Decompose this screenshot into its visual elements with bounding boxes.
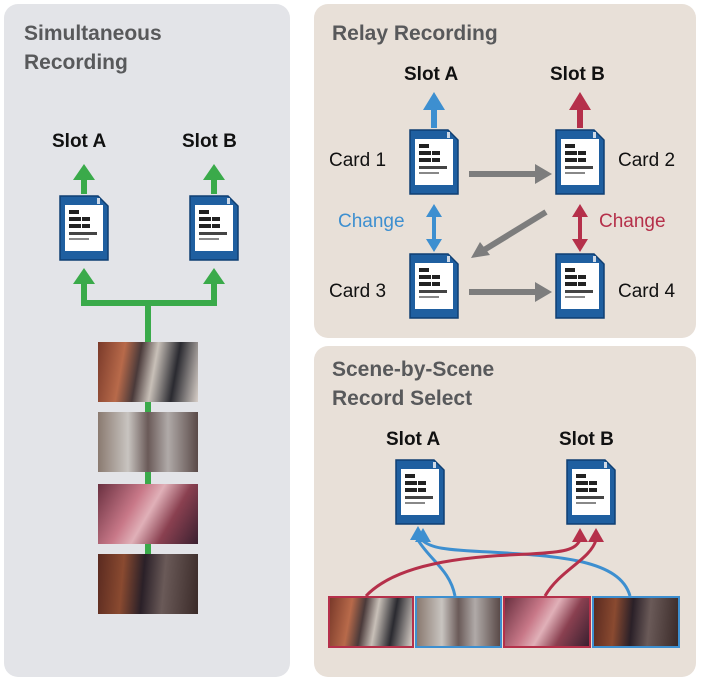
change-left-label: Change <box>338 211 405 232</box>
simultaneous-title-line2: Recording <box>24 51 128 74</box>
relay-title: Relay Recording <box>332 22 498 45</box>
video-frame-thumbnail <box>328 596 414 648</box>
sim-slot-b-label: Slot B <box>182 131 237 152</box>
video-frame-thumbnail <box>592 596 680 648</box>
card2-label: Card 2 <box>618 150 676 171</box>
sim-slot-a-label: Slot A <box>52 131 107 152</box>
video-frame-thumbnail <box>98 412 198 472</box>
scene-title-line1: Scene-by-Scene <box>332 358 495 381</box>
card3-label: Card 3 <box>329 281 387 302</box>
video-frame-thumbnail <box>98 342 198 402</box>
video-frame-thumbnail <box>503 596 591 648</box>
scene-slot-a-label: Slot A <box>386 429 441 450</box>
scene-slot-b-label: Slot B <box>559 429 614 450</box>
relay-slot-a-label: Slot A <box>404 64 459 85</box>
change-right-label: Change <box>599 211 666 232</box>
video-frame-thumbnail <box>98 554 198 614</box>
video-frame-thumbnail <box>98 484 198 544</box>
simultaneous-title-line1: Simultaneous <box>24 22 162 45</box>
relay-slot-b-label: Slot B <box>550 64 605 85</box>
scene-title-line2: Record Select <box>332 387 473 410</box>
card1-label: Card 1 <box>329 150 387 171</box>
video-frame-thumbnail <box>415 596 502 648</box>
card4-label: Card 4 <box>618 281 676 302</box>
